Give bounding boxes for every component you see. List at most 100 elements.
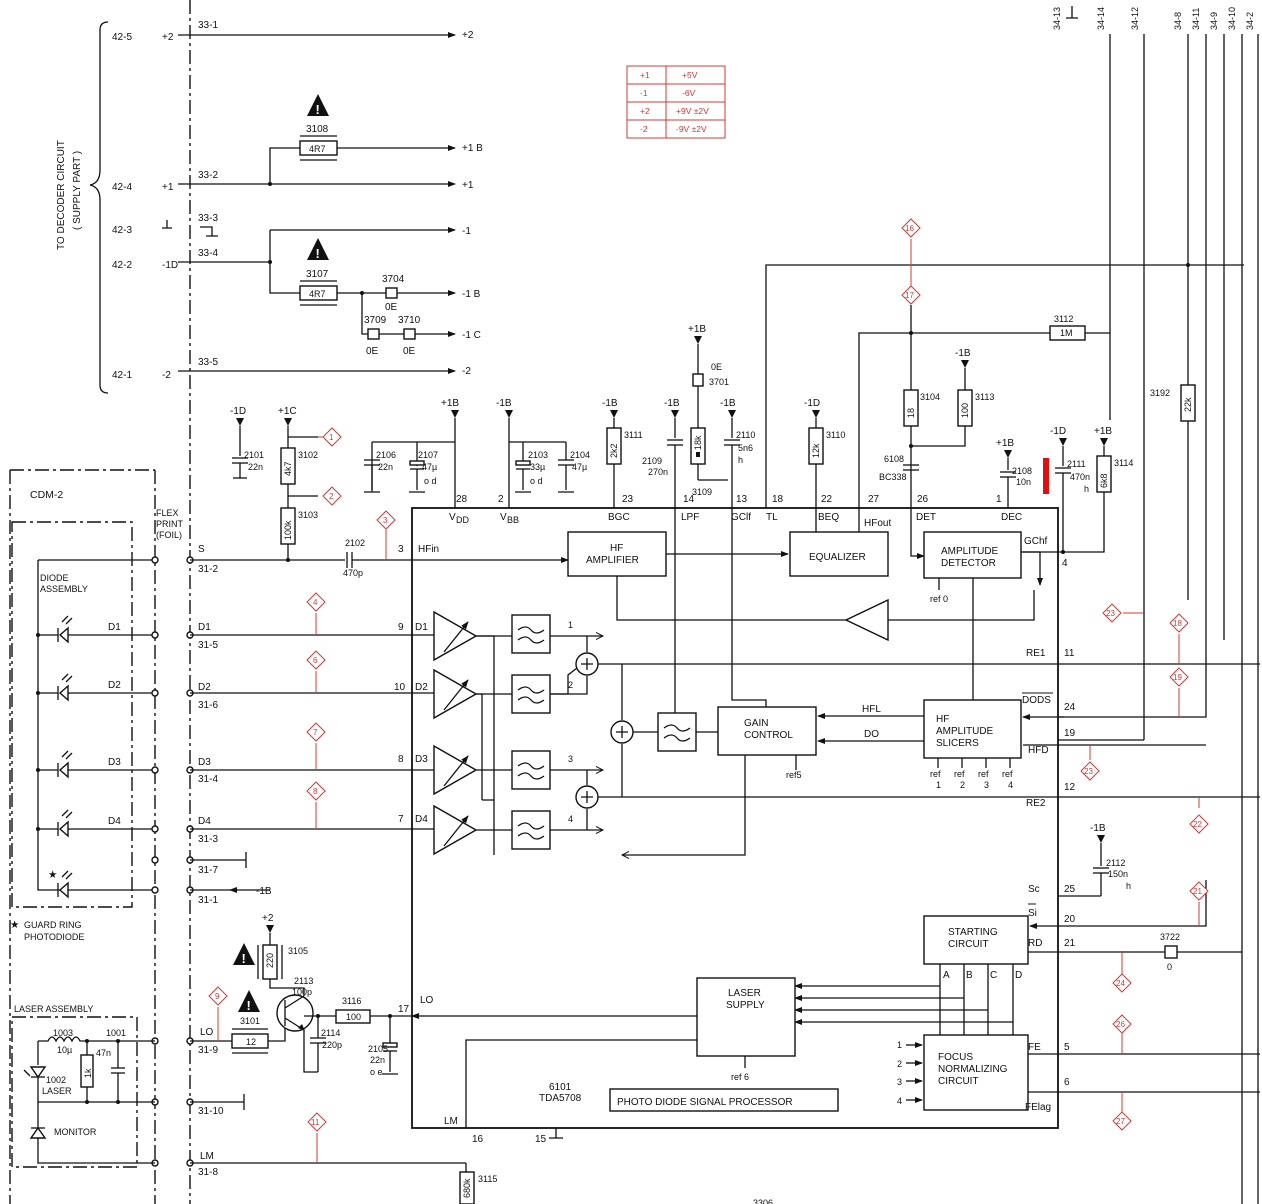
svg-text:-1: -1 [640, 88, 648, 98]
svg-text:2: 2 [897, 1059, 902, 1069]
test-point-22: 22 [1189, 797, 1209, 834]
svg-text:2107: 2107 [418, 450, 438, 460]
svg-text:5: 5 [1064, 1042, 1070, 1053]
svg-text:31-5: 31-5 [198, 640, 218, 651]
svg-text:100: 100 [346, 1012, 361, 1022]
resistor-3704 [385, 287, 398, 299]
svg-text:3112: 3112 [1054, 314, 1073, 324]
svg-text:CIRCUIT: CIRCUIT [938, 1076, 979, 1087]
svg-text:-1B: -1B [720, 398, 736, 409]
svg-text:DIODE: DIODE [40, 573, 69, 583]
svg-text:12k: 12k [811, 443, 821, 458]
svg-text:22k: 22k [1183, 397, 1193, 412]
channel-3: 8 D3 3 [398, 744, 603, 796]
svg-text:10n: 10n [1016, 477, 1031, 487]
svg-text:A: A [943, 970, 950, 981]
svg-text:13: 13 [736, 494, 748, 505]
resistor-3701 [692, 373, 704, 387]
svg-text:GAIN: GAIN [744, 718, 768, 729]
svg-text:23: 23 [622, 494, 634, 505]
svg-text:2103: 2103 [528, 450, 548, 460]
warning-icon-3104: ! [233, 943, 255, 966]
test-point-1: 1 [318, 427, 342, 447]
svg-text:S: S [198, 544, 205, 555]
svg-text:D3: D3 [415, 754, 428, 765]
svg-text:-1B: -1B [1090, 823, 1106, 834]
svg-text:2112: 2112 [1106, 858, 1125, 868]
svg-text:47n: 47n [96, 1048, 111, 1058]
svg-text:CONTROL: CONTROL [744, 730, 793, 741]
decoder-brace [89, 21, 109, 394]
svg-text:SUPPLY: SUPPLY [726, 1000, 765, 1011]
test-point-7: 7 [306, 722, 326, 770]
pin-42-1: 42-1 [112, 370, 132, 381]
test-point-19: 19 [1169, 667, 1189, 717]
svg-text:18: 18 [772, 494, 784, 505]
svg-text:D4: D4 [198, 816, 211, 827]
svg-text:2: 2 [568, 680, 573, 690]
test-point-27: 27 [1112, 1092, 1132, 1131]
svg-text:3192: 3192 [1150, 388, 1170, 398]
net-33-3: 33-3 [198, 213, 218, 224]
svg-text:3: 3 [984, 780, 989, 790]
test-point-8: 8 [306, 781, 326, 829]
svg-text:ref 0: ref 0 [930, 594, 948, 604]
svg-text:18: 18 [1173, 619, 1182, 628]
svg-text:Sc: Sc [1028, 884, 1040, 895]
svg-text:2108: 2108 [1012, 466, 1032, 476]
svg-text:10: 10 [394, 682, 406, 693]
svg-text:ref: ref [978, 769, 989, 779]
svg-text:34-13: 34-13 [1052, 7, 1062, 30]
svg-text:3701: 3701 [709, 377, 729, 387]
svg-text:!: ! [242, 951, 246, 966]
flex-connector-pins [151, 556, 194, 1167]
svg-text:470p: 470p [343, 568, 363, 578]
svg-text:2106: 2106 [376, 450, 396, 460]
svg-text:STARTING: STARTING [948, 927, 998, 938]
laser-supply-block [696, 977, 796, 1057]
out-plus1: +1 [462, 180, 474, 191]
svg-text:o d: o d [530, 476, 543, 486]
ic-title-box [609, 1088, 839, 1112]
svg-text:0E: 0E [385, 302, 398, 313]
svg-text:26: 26 [1116, 1020, 1125, 1029]
svg-text:TL: TL [766, 512, 778, 523]
svg-text:D4: D4 [108, 816, 121, 827]
svg-text:31-1: 31-1 [198, 895, 218, 906]
svg-text:-1D: -1D [804, 398, 820, 409]
supply-table: +1 +5V -1 -6V +2 +9V ±2V -2 -9V ±2V [626, 65, 726, 139]
svg-text:3114: 3114 [1114, 458, 1133, 468]
svg-text:1: 1 [897, 1040, 902, 1050]
svg-text:7: 7 [398, 814, 404, 825]
starting-circuit-block [923, 915, 1029, 965]
hf-amplifier-block [567, 531, 667, 577]
svg-text:GChf: GChf [1024, 536, 1048, 547]
warning-icon-3101: ! [238, 990, 260, 1013]
svg-text:27: 27 [1116, 1117, 1125, 1126]
svg-text:21: 21 [1064, 938, 1076, 949]
focus-normalizing-block [923, 1034, 1029, 1111]
svg-text:D4: D4 [415, 814, 428, 825]
svg-text:D3: D3 [108, 757, 121, 768]
ic-title: PHOTO DIODE SIGNAL PROCESSOR [617, 1097, 793, 1108]
svg-text:23: 23 [1084, 767, 1093, 776]
svg-text:3103: 3103 [298, 510, 318, 520]
svg-text:9: 9 [398, 622, 404, 633]
svg-text:100: 100 [960, 403, 970, 418]
svg-text:22n: 22n [248, 462, 263, 472]
svg-text:3: 3 [383, 516, 388, 525]
svg-text:5n6: 5n6 [738, 443, 753, 453]
svg-text:4R7: 4R7 [309, 144, 326, 154]
svg-text:DET: DET [916, 512, 936, 523]
svg-text:0: 0 [1167, 962, 1172, 972]
svg-text:31-9: 31-9 [198, 1045, 218, 1056]
equalizer-block [789, 531, 889, 577]
svg-text:-1D: -1D [230, 406, 246, 417]
svg-text:HFL: HFL [862, 704, 881, 715]
net-33-2: 33-2 [198, 170, 218, 181]
svg-text:47µ: 47µ [422, 462, 437, 472]
photodiode-d4: D4 [36, 809, 155, 838]
out-minus2: -2 [462, 366, 471, 377]
photodiode-guard: ★ [48, 869, 155, 899]
svg-text:28: 28 [456, 494, 468, 505]
